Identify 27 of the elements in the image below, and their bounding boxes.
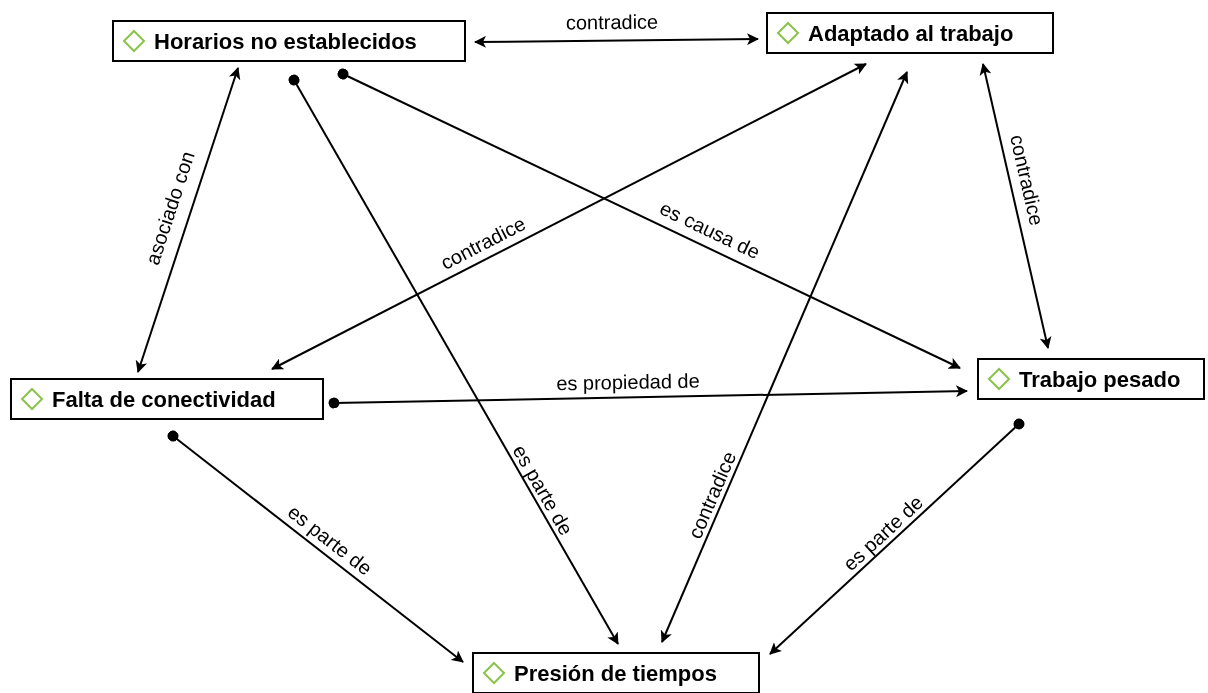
arrow [167, 430, 464, 663]
arrow [328, 385, 968, 409]
edge-label: contradice [565, 11, 659, 33]
arrow [288, 74, 619, 645]
node-title: Horarios no establecidos [154, 27, 417, 56]
edge-label: es propiedad de [556, 370, 700, 394]
concept-box [10, 378, 324, 420]
edge-label: es parte de [284, 501, 376, 579]
concept-box [472, 652, 760, 693]
concept-box [766, 12, 1054, 54]
node-title: Presión de tiempos [514, 659, 717, 688]
concept-box [112, 20, 466, 62]
arrow [979, 63, 1052, 349]
node-title: Falta de conectividad [52, 385, 276, 414]
edge-label: contradice [1006, 132, 1048, 228]
arrow [474, 33, 759, 48]
arrow [337, 68, 961, 369]
arrow [660, 71, 909, 643]
arrow [271, 63, 867, 370]
concept-box [977, 358, 1205, 400]
node-title: Adaptado al trabajo [808, 19, 1014, 48]
edge-label: asociado con [142, 148, 198, 268]
arrow [769, 418, 1025, 655]
edge-label: es parte de [509, 441, 577, 539]
node-title: Trabajo pesado [1019, 365, 1181, 394]
arrow [135, 67, 241, 373]
edge-label: es causa de [657, 197, 763, 263]
